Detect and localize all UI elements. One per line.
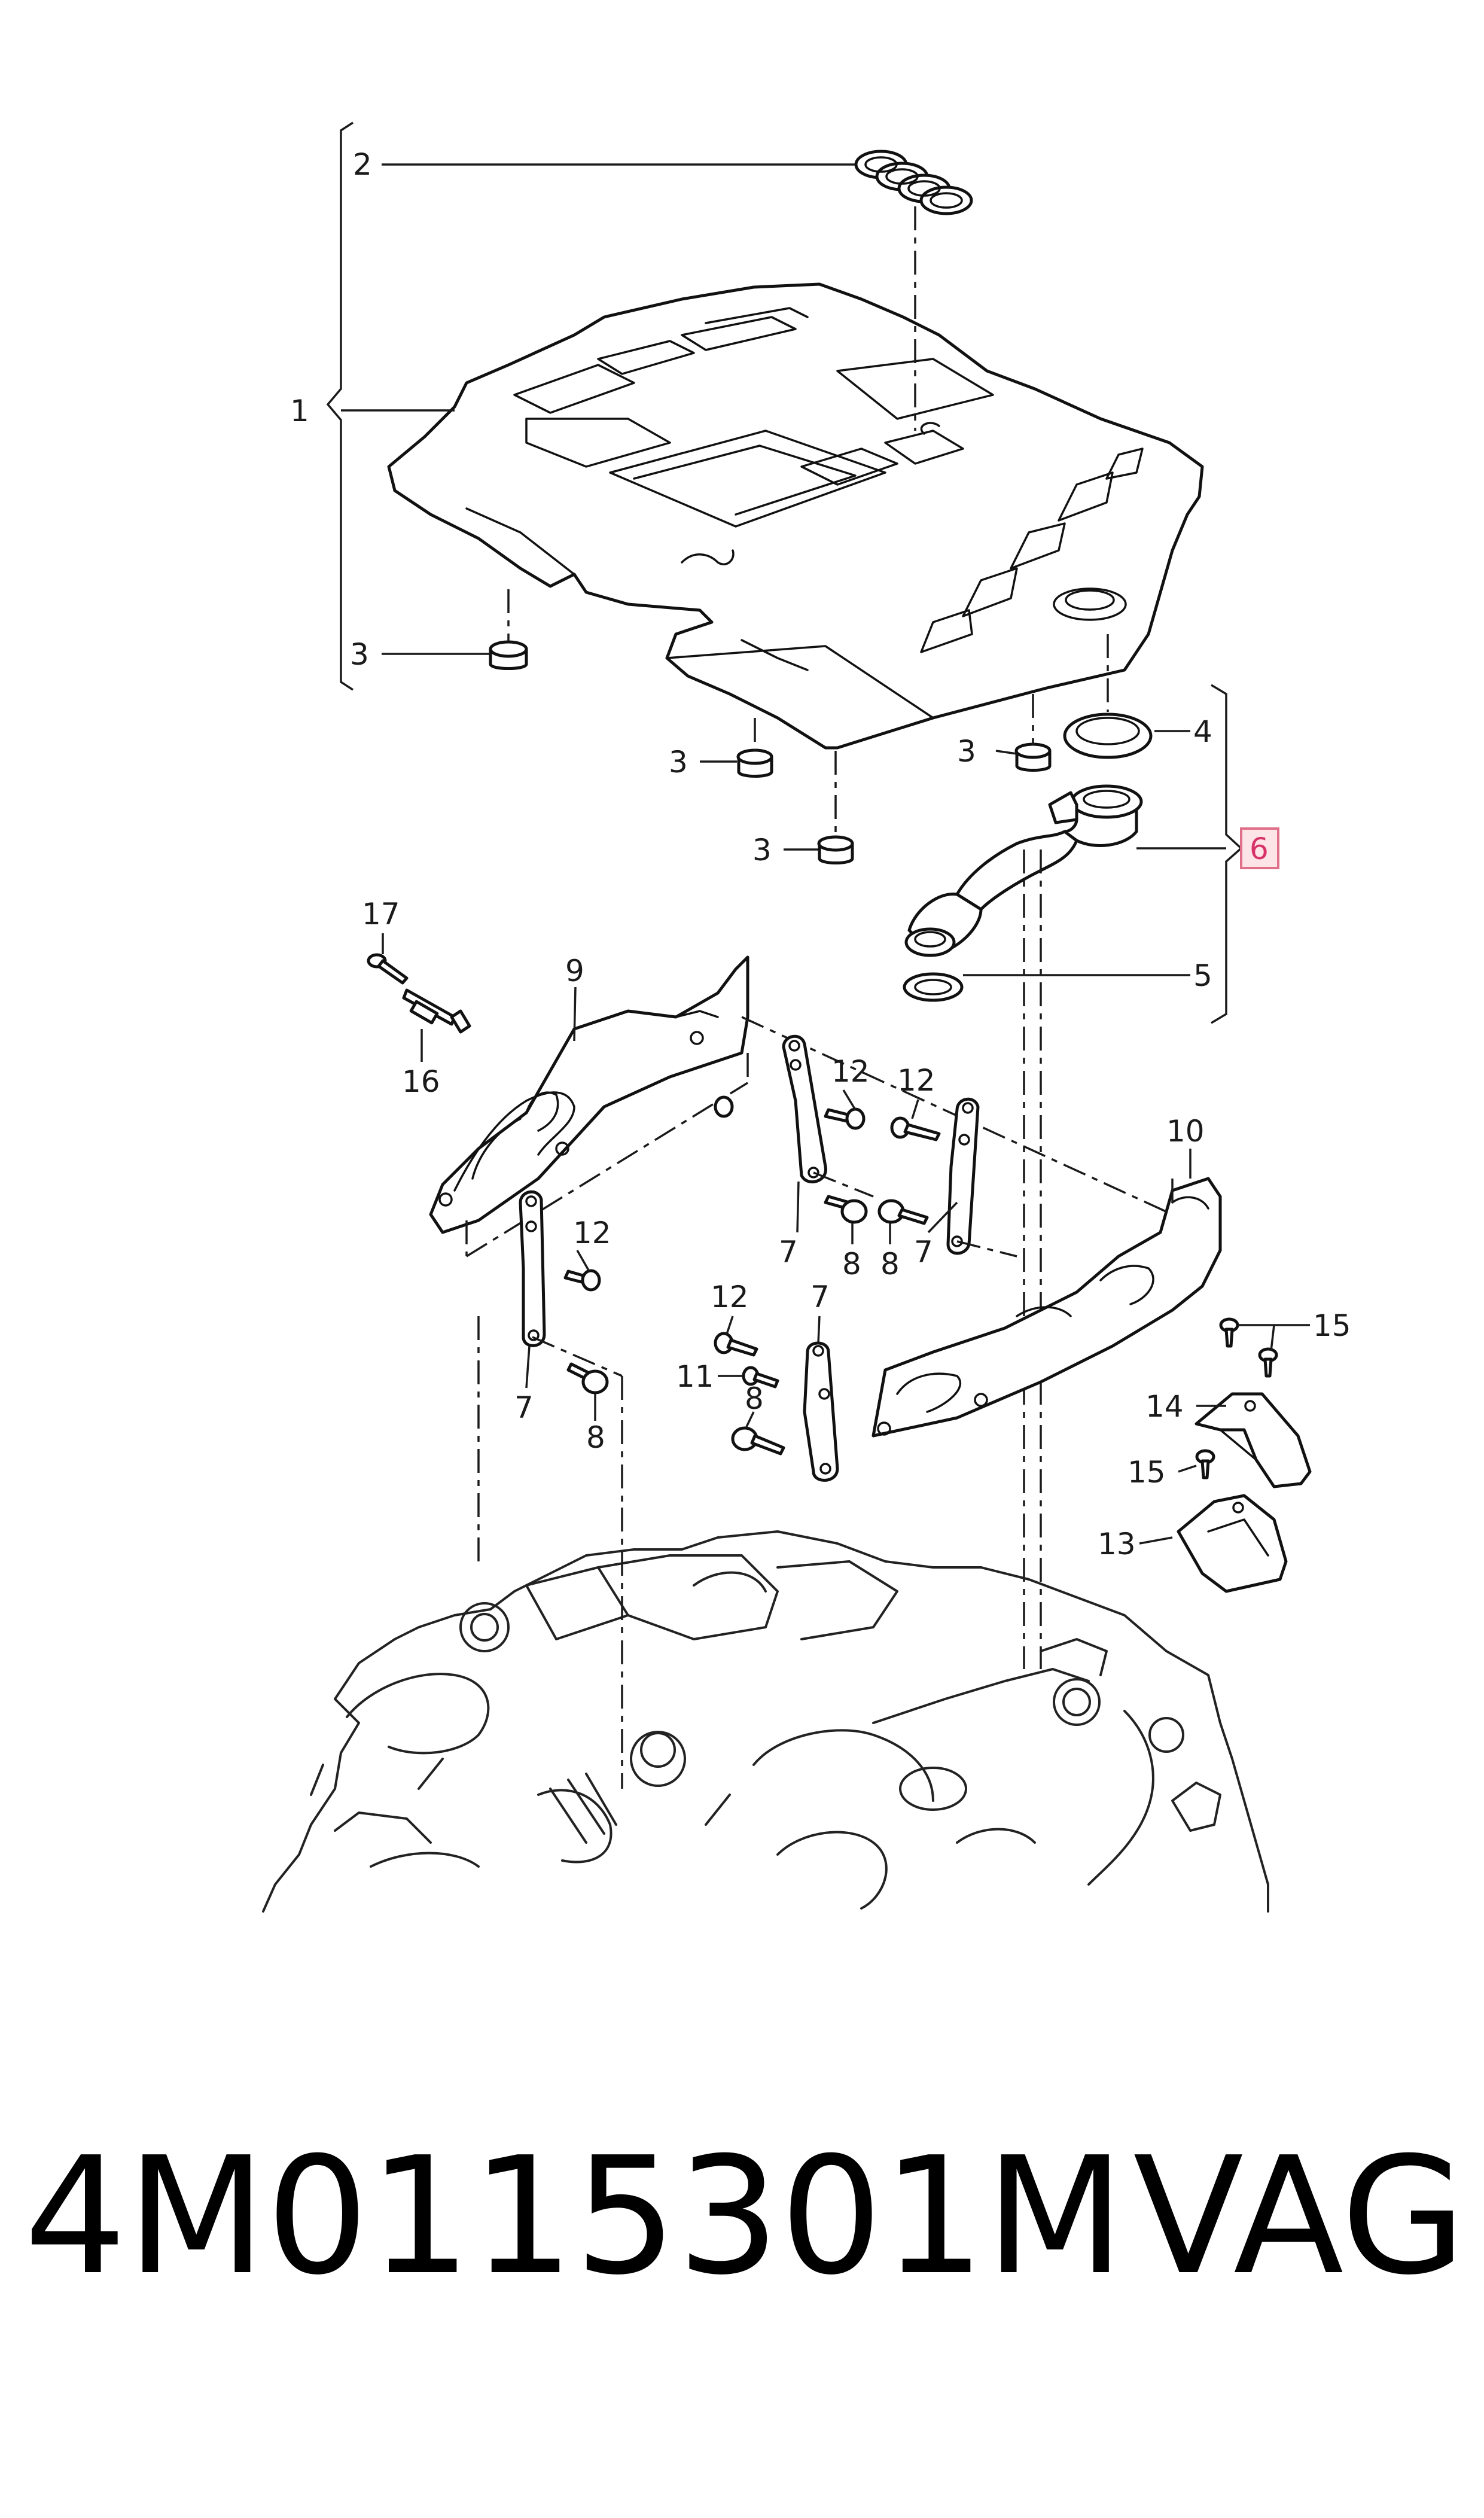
support-bracket: [782, 1034, 827, 1184]
callout-8: 8: [586, 1420, 605, 1455]
support-bracket: [803, 1341, 839, 1482]
breather-hose: [904, 784, 1143, 957]
nut-8: [566, 1362, 609, 1395]
bolt-12: [714, 1332, 758, 1357]
callout-3: 3: [669, 745, 688, 780]
bolt-12: [824, 1107, 866, 1130]
bolt-stud: [714, 1095, 734, 1118]
callout-14: 14: [1145, 1389, 1184, 1424]
callout-7: 7: [779, 1235, 798, 1269]
o-ring: [903, 972, 964, 1002]
callout-7: 7: [914, 1235, 933, 1269]
callout-8: 8: [842, 1247, 861, 1281]
callout-8: 8: [880, 1247, 900, 1281]
bolt-16: [402, 988, 471, 1034]
callout-3: 3: [957, 734, 976, 769]
callout-12: 12: [573, 1216, 611, 1250]
heat-shield-left: [429, 955, 749, 1234]
callout-5: 5: [1193, 958, 1212, 993]
callout-17: 17: [362, 897, 400, 931]
callout-1: 1: [290, 394, 309, 428]
callout-3: 3: [350, 637, 369, 672]
callout-7: 7: [810, 1280, 830, 1314]
callout-10: 10: [1166, 1114, 1205, 1149]
rubber-grommet: [736, 748, 773, 778]
callout-15: 15: [1313, 1308, 1351, 1343]
callout-12: 12: [711, 1280, 749, 1314]
heat-shield-right: [871, 1177, 1222, 1438]
callout-4: 4: [1193, 714, 1212, 749]
callout-11: 11: [676, 1359, 714, 1394]
nut-8: [877, 1199, 929, 1225]
nut-8: [731, 1426, 785, 1456]
support-bracket: [946, 1097, 980, 1255]
callout-6-highlight: 6: [1240, 827, 1279, 869]
callout-8: 8: [745, 1381, 764, 1416]
callout-16: 16: [402, 1064, 440, 1099]
bolt-17: [367, 953, 409, 985]
engine-cover: [387, 282, 1204, 750]
callout-7: 7: [514, 1390, 534, 1425]
exploded-parts-diagram: 2 1 3 3 3 3 4 6 5 17 16 9 12 12 12 12 10…: [262, 121, 1351, 1913]
callout-12: 12: [897, 1063, 936, 1098]
callout-9: 9: [565, 954, 584, 988]
callout-12: 12: [831, 1054, 870, 1089]
bolt-12: [890, 1116, 941, 1141]
cable-bracket-14: [1194, 1392, 1312, 1488]
group-bracket-left: [326, 121, 354, 691]
engine-block: [262, 1530, 1269, 1913]
bolt-11: [742, 1366, 779, 1389]
nut-8: [824, 1195, 868, 1224]
seal-ring: [1063, 713, 1153, 759]
screw-15: [1258, 1347, 1278, 1378]
screw-15: [1195, 1449, 1215, 1479]
callout-15: 15: [1128, 1455, 1166, 1490]
rubber-grommet: [1014, 742, 1052, 772]
rubber-grommet: [817, 835, 854, 864]
bolt-12: [563, 1269, 601, 1292]
leader-lines: [341, 163, 1310, 1545]
rubber-grommet: [489, 640, 528, 670]
group-bracket-right: [1211, 684, 1243, 1024]
bracket-13: [1177, 1494, 1288, 1593]
part-number: 4M0115301M: [24, 2122, 1125, 2310]
callout-13: 13: [1098, 1527, 1136, 1561]
emblem-rings: [854, 150, 973, 215]
brand-label: VAG: [1133, 2122, 1466, 2310]
support-bracket: [519, 1190, 546, 1347]
callout-6: 6: [1250, 832, 1269, 866]
callout-3: 3: [752, 833, 772, 867]
footer: 4M0115301M VAG: [0, 2118, 1484, 2315]
screw-15: [1219, 1317, 1239, 1348]
callout-2: 2: [353, 147, 372, 182]
